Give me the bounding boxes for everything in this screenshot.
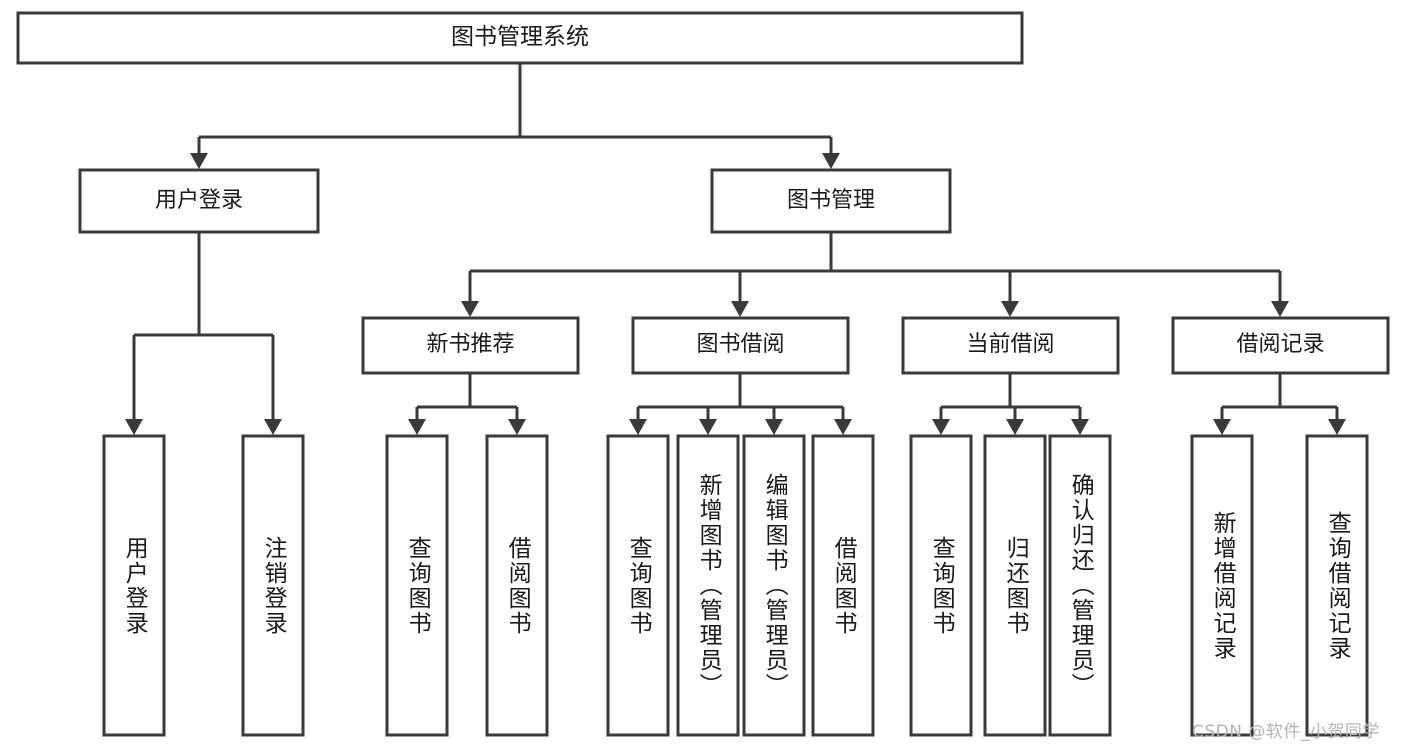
node-box-leaf-borrow-book-1 bbox=[485, 434, 549, 737]
connector-current-borrow-to-leaves bbox=[932, 373, 1089, 435]
arrow-head-icon bbox=[932, 419, 950, 435]
arrow-head-icon bbox=[508, 419, 526, 435]
node-box-leaf-query-record bbox=[1305, 434, 1369, 737]
node-box-root bbox=[16, 11, 1024, 65]
arrow-head-icon bbox=[1006, 419, 1024, 435]
node-box-leaf-add-record bbox=[1190, 434, 1254, 737]
connector-new-book-rec-to-leaves bbox=[408, 373, 526, 435]
node-box-l3-borrow-record bbox=[1171, 316, 1390, 375]
connector-lines-group bbox=[125, 63, 1346, 435]
node-box-leaf-return-book bbox=[983, 434, 1047, 737]
node-box-leaf-query-book-2 bbox=[606, 434, 670, 737]
arrow-head-icon bbox=[1328, 419, 1346, 435]
arrow-head-icon bbox=[1271, 301, 1289, 317]
node-box-leaf-borrow-book-2 bbox=[811, 434, 875, 737]
connector-book-manage-to-level3 bbox=[461, 232, 1289, 317]
arrow-head-icon bbox=[408, 419, 426, 435]
node-box-l2-book-manage bbox=[710, 168, 952, 234]
arrow-head-icon bbox=[1071, 419, 1089, 435]
arrow-head-icon bbox=[1001, 301, 1019, 317]
arrow-head-icon bbox=[834, 419, 852, 435]
arrow-head-icon bbox=[461, 301, 479, 317]
node-box-leaf-user-login bbox=[102, 434, 166, 737]
arrow-head-icon bbox=[822, 153, 840, 169]
arrow-head-icon bbox=[731, 301, 749, 317]
node-box-leaf-add-book bbox=[676, 434, 740, 737]
arrow-head-icon bbox=[190, 153, 208, 169]
node-box-leaf-query-book-1 bbox=[385, 434, 449, 737]
connector-user-login-to-leaves bbox=[125, 232, 282, 435]
arrow-head-icon bbox=[629, 419, 647, 435]
node-box-l3-current-borrow bbox=[901, 316, 1120, 375]
arrow-head-icon bbox=[264, 419, 282, 435]
node-box-l2-user-login bbox=[78, 168, 320, 234]
connector-root-to-level2 bbox=[190, 63, 840, 169]
arrow-head-icon bbox=[1213, 419, 1231, 435]
node-box-leaf-confirm-return bbox=[1048, 434, 1112, 737]
arrow-head-icon bbox=[699, 419, 717, 435]
node-box-l3-new-book-rec bbox=[361, 316, 580, 375]
arrow-head-icon bbox=[125, 419, 143, 435]
node-box-l3-book-borrow bbox=[631, 316, 850, 375]
connector-book-borrow-to-leaves bbox=[629, 373, 852, 435]
node-box-leaf-logout bbox=[241, 434, 305, 737]
node-box-leaf-edit-book bbox=[742, 434, 806, 737]
arrow-head-icon bbox=[765, 419, 783, 435]
node-boxes-group bbox=[16, 11, 1390, 737]
connector-borrow-record-to-leaves bbox=[1213, 373, 1346, 435]
node-box-leaf-query-book-3 bbox=[909, 434, 973, 737]
